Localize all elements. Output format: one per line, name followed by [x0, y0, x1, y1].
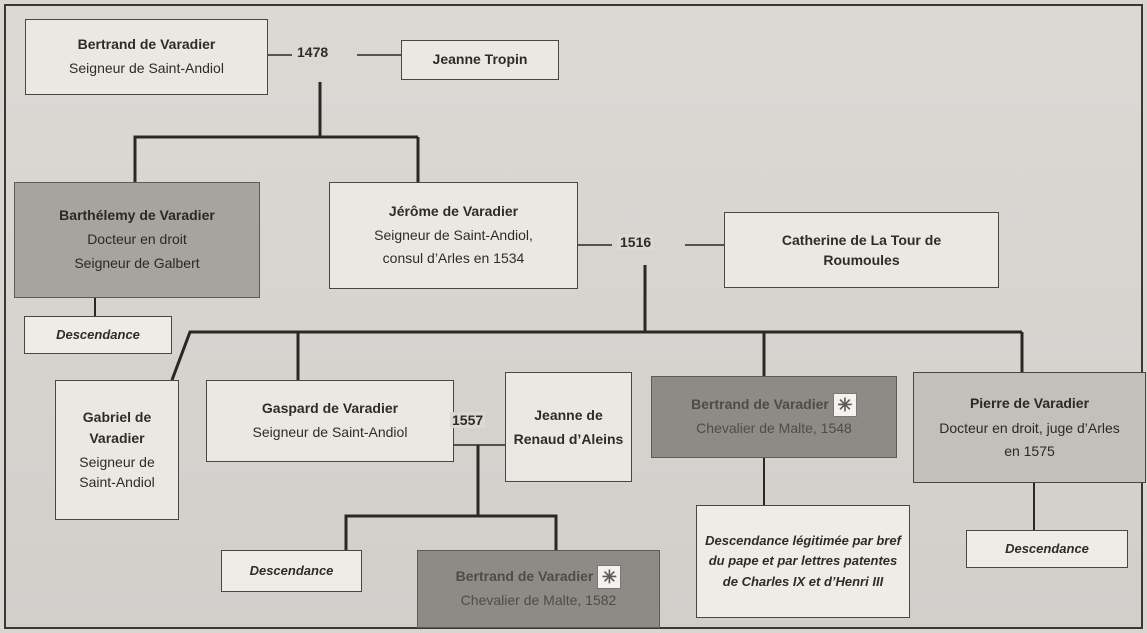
- person-title: Seigneur de Saint-Andiol: [79, 454, 155, 491]
- marriage-year-1516: 1516: [617, 234, 655, 250]
- person-line1: Seigneur de Saint-Andiol,: [374, 226, 533, 243]
- descendance-label: Descendance: [249, 562, 334, 578]
- marriage-year-1478: 1478: [294, 44, 332, 60]
- person-line1: Docteur en droit: [87, 231, 187, 248]
- descendance-pierre: Descendance: [966, 530, 1128, 568]
- person-name: Catherine de La Tour de Roumoules: [781, 231, 942, 268]
- descendance-label: Descendance légitimée par bref du pape e…: [705, 533, 901, 589]
- descendance-barthelemy: Descendance: [24, 316, 172, 354]
- person-barthelemy-de-varadier: Barthélemy de Varadier Docteur en droit …: [14, 182, 260, 298]
- person-jeanne-tropin: Jeanne Tropin: [401, 40, 559, 80]
- person-name: Bertrand de Varadier: [691, 396, 829, 413]
- person-catherine-de-la-tour: Catherine de La Tour de Roumoules: [724, 212, 999, 288]
- person-pierre-de-varadier: Pierre de Varadier Docteur en droit, jug…: [913, 372, 1146, 483]
- person-title: Seigneur de Saint-Andiol: [69, 60, 224, 76]
- person-bertrand-chevalier-1582: Bertrand de Varadier ✳ Chevalier de Malt…: [417, 550, 660, 628]
- descendance-bertrand-legitimee: Descendance légitimée par bref du pape e…: [696, 505, 910, 618]
- marriage-year-1557: 1557: [450, 412, 486, 428]
- person-name: Jeanne Tropin: [432, 51, 528, 68]
- person-name: Barthélemy de Varadier: [59, 207, 215, 224]
- descendance-label: Descendance: [1005, 540, 1089, 556]
- person-name: Jeanne de Renaud d’Aleins: [513, 406, 624, 448]
- person-name: Bertrand de Varadier: [77, 36, 216, 53]
- person-name: Gaspard de Varadier: [261, 400, 399, 417]
- person-title: Chevalier de Malte, 1582: [460, 592, 617, 609]
- person-gabriel-de-varadier: Gabriel de Varadier Seigneur de Saint-An…: [55, 380, 179, 520]
- person-title: Seigneur de Saint-Andiol: [252, 424, 408, 440]
- maltese-cross-icon: ✳: [597, 565, 622, 590]
- person-name: Gabriel de Varadier: [82, 409, 152, 446]
- maltese-cross-icon: ✳: [832, 393, 857, 418]
- person-title: Docteur en droit, juge d’Arles en 1575: [939, 420, 1120, 460]
- descendance-label: Descendance: [56, 326, 140, 342]
- person-line2: Seigneur de Galbert: [74, 254, 200, 271]
- person-bertrand-de-varadier-seigneur: Bertrand de Varadier Seigneur de Saint-A…: [25, 19, 268, 95]
- diagram-frame: [4, 4, 1143, 629]
- person-line2: consul d’Arles en 1534: [382, 250, 525, 267]
- person-bertrand-chevalier-1548: Bertrand de Varadier ✳ Chevalier de Malt…: [651, 376, 897, 458]
- descendance-gaspard: Descendance: [221, 550, 362, 592]
- person-jerome-de-varadier: Jérôme de Varadier Seigneur de Saint-And…: [329, 182, 578, 289]
- person-jeanne-de-renaud: Jeanne de Renaud d’Aleins: [505, 372, 632, 482]
- person-name: Bertrand de Varadier: [455, 568, 594, 585]
- person-name: Pierre de Varadier: [969, 394, 1090, 411]
- person-title: Chevalier de Malte, 1548: [696, 420, 852, 437]
- person-name: Jérôme de Varadier: [388, 202, 519, 219]
- person-gaspard-de-varadier: Gaspard de Varadier Seigneur de Saint-An…: [206, 380, 454, 462]
